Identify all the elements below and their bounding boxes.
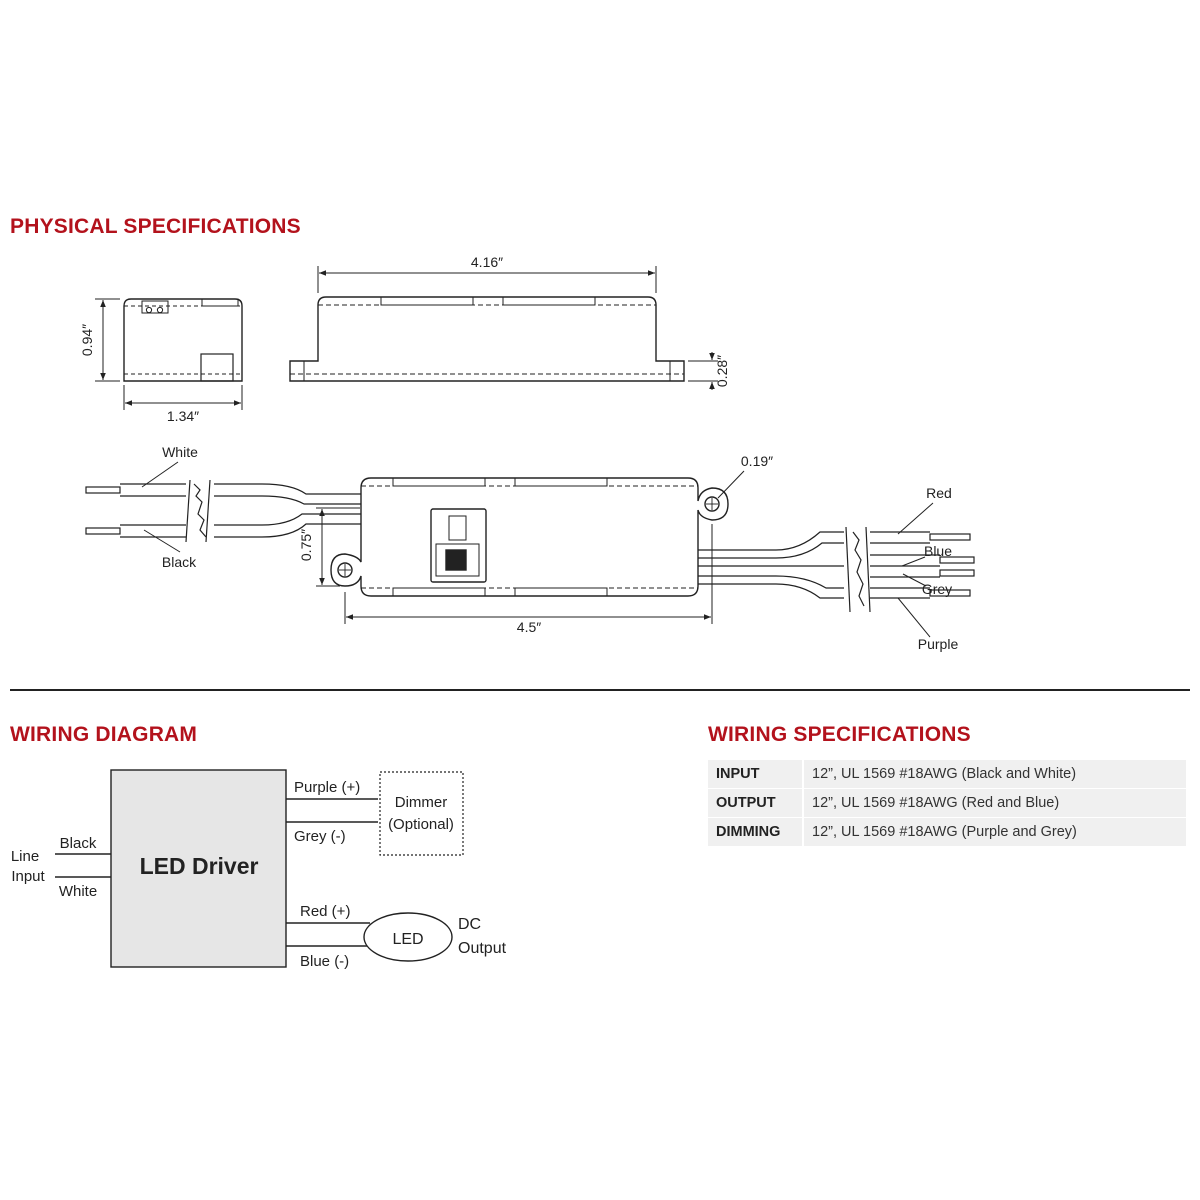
spec-key: INPUT bbox=[708, 760, 804, 789]
led-label: LED bbox=[392, 931, 423, 948]
table-row: OUTPUT 12”, UL 1569 #18AWG (Red and Blue… bbox=[708, 788, 1186, 818]
table-row: DIMMING 12”, UL 1569 #18AWG (Purple and … bbox=[708, 817, 1186, 847]
spec-value: 12”, UL 1569 #18AWG (Black and White) bbox=[803, 760, 1186, 789]
dim-width-label: 1.34″ bbox=[167, 408, 199, 424]
dimmer-box bbox=[379, 771, 464, 856]
black-wire-label: Black bbox=[60, 835, 97, 852]
dim-body-length-line bbox=[344, 524, 713, 624]
dim-tab-line bbox=[688, 352, 718, 390]
end-view bbox=[123, 298, 243, 382]
dim-length-label: 4.16″ bbox=[471, 254, 503, 270]
top-view-body bbox=[330, 477, 729, 597]
wire-label-blue: Blue bbox=[924, 543, 952, 559]
dimmer-label-1: Dimmer bbox=[395, 794, 448, 811]
dim-body-height-line bbox=[316, 507, 360, 587]
dc-output-label-1: DC bbox=[458, 916, 481, 933]
led-driver-box bbox=[110, 769, 287, 968]
input-wires bbox=[85, 479, 361, 543]
side-view bbox=[289, 296, 685, 382]
blue-wire-label: Blue (-) bbox=[300, 953, 349, 970]
spec-value: 12”, UL 1569 #18AWG (Red and Blue) bbox=[803, 788, 1186, 818]
spec-key: DIMMING bbox=[708, 817, 804, 847]
output-wires bbox=[698, 526, 975, 613]
dim-tab-label: 0.28″ bbox=[714, 355, 730, 387]
line-input-label-1: Line bbox=[11, 848, 39, 865]
spec-value: 12”, UL 1569 #18AWG (Purple and Grey) bbox=[803, 817, 1186, 847]
spec-key: OUTPUT bbox=[708, 788, 804, 818]
wire-label-purple: Purple bbox=[918, 636, 959, 652]
wire-label-white: White bbox=[162, 444, 198, 460]
wiring-diagram-title: WIRING DIAGRAM bbox=[10, 723, 198, 746]
dim-body-length-label: 4.5″ bbox=[517, 619, 541, 635]
wiring-schematic bbox=[55, 769, 464, 968]
led-ellipse bbox=[363, 912, 453, 962]
dc-output-label-2: Output bbox=[458, 940, 507, 957]
dim-width-line bbox=[123, 385, 243, 410]
wiring-specs-table: INPUT 12”, UL 1569 #18AWG (Black and Whi… bbox=[708, 760, 1186, 847]
red-wire-label: Red (+) bbox=[300, 903, 350, 920]
wiring-specs-title: WIRING SPECIFICATIONS bbox=[708, 723, 971, 746]
physical-specs-title: PHYSICAL SPECIFICATIONS bbox=[10, 215, 301, 238]
dim-height-label: 0.94″ bbox=[79, 324, 95, 356]
dim-hole-label: 0.19″ bbox=[741, 453, 773, 469]
grey-wire-label: Grey (-) bbox=[294, 828, 346, 845]
wire-label-red: Red bbox=[926, 485, 952, 501]
white-wire-label: White bbox=[59, 883, 97, 900]
table-row: INPUT 12”, UL 1569 #18AWG (Black and Whi… bbox=[708, 760, 1186, 789]
line-input-label-2: Input bbox=[11, 868, 45, 885]
dim-length-line bbox=[317, 266, 657, 293]
wire-leaders bbox=[141, 461, 934, 638]
wire-label-black: Black bbox=[162, 554, 197, 570]
dim-body-height-label: 0.75″ bbox=[298, 529, 314, 561]
dimmer-label-2: (Optional) bbox=[388, 816, 454, 833]
driver-label: LED Driver bbox=[140, 853, 259, 879]
wire-label-grey: Grey bbox=[922, 581, 952, 597]
dim-height-line bbox=[95, 298, 120, 382]
purple-wire-label: Purple (+) bbox=[294, 779, 360, 796]
